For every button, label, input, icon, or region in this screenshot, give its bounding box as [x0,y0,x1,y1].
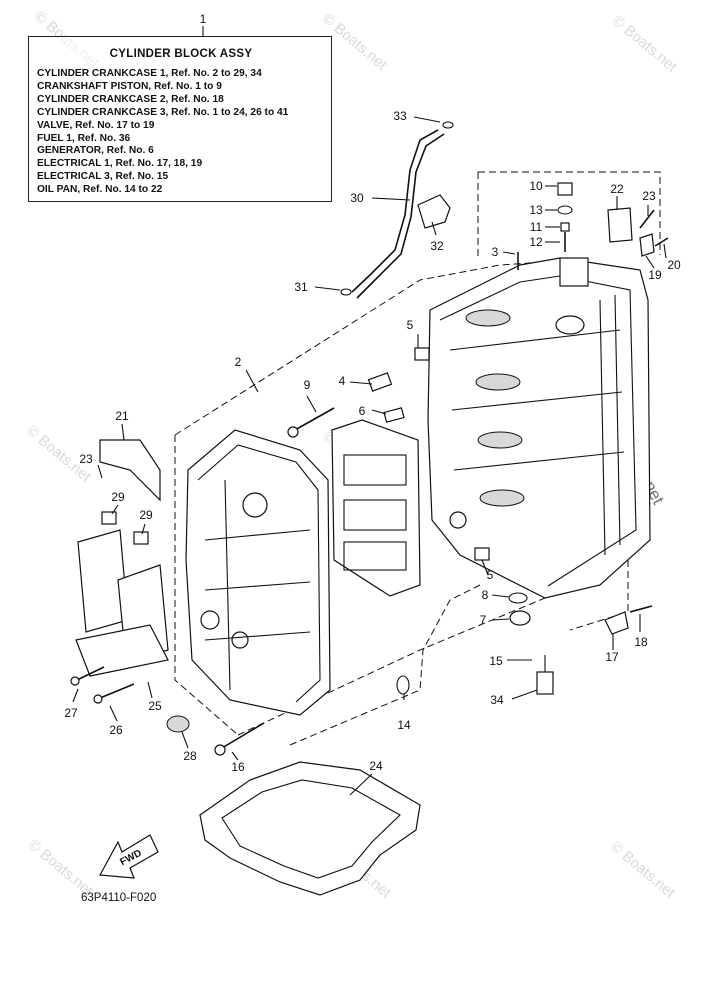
dashed-boundary [174,261,546,436]
dashed-boundary [289,649,424,746]
callout-3[interactable]: 3 [491,245,499,259]
cylinder-block [185,429,331,716]
callout-1: 1 [199,12,207,26]
callout-23[interactable]: 23 [642,189,656,203]
dashed-boundary [422,584,481,651]
bolt-part [76,666,105,681]
assembly-reference-line: CRANKSHAFT PISTON, Ref. No. 1 to 9 [37,80,222,92]
callout-8[interactable]: 8 [481,588,489,602]
plug-part [509,610,531,626]
callout-10[interactable]: 10 [529,179,543,193]
callout-15[interactable]: 15 [489,654,503,668]
callout-24[interactable]: 24 [369,759,383,773]
bolt-part [99,683,135,699]
sensor-part [536,671,554,695]
callout-29[interactable]: 29 [111,490,125,504]
grommet-part [166,715,190,733]
callout-33[interactable]: 33 [393,109,407,123]
dashed-boundary [569,560,629,631]
callout-11[interactable]: 11 [529,220,543,234]
bolt-part [654,237,669,247]
bolt-part [221,722,265,749]
assembly-reference-line: ELECTRICAL 3, Ref. No. 15 [37,171,169,183]
clip-part [417,194,451,229]
bolt-part [557,182,573,196]
fwd-arrow-icon [99,834,159,879]
callout-17[interactable]: 17 [605,650,619,664]
leader-lines [72,116,667,796]
intake-plate [331,419,421,597]
clip-part [639,233,655,257]
assembly-reference-line: CYLINDER CRANKCASE 1, Ref. No. 2 to 29, … [37,68,262,79]
o-ring-part [396,675,410,695]
assembly-reference-line: VALVE, Ref. No. 17 to 19 [37,119,155,131]
sleeve-part [414,347,430,361]
crankcase-block [427,257,651,599]
callout-31[interactable]: 31 [294,280,308,294]
callout-28[interactable]: 28 [183,749,197,763]
washer-part [557,205,573,215]
assembly-title: CYLINDER BLOCK ASSY [109,48,253,60]
assembly-reference-line: OIL PAN, Ref. No. 14 to 22 [37,184,163,196]
bolt-part [560,222,570,232]
hose-part [351,129,439,293]
callout-16[interactable]: 16 [231,760,245,774]
callout-6[interactable]: 6 [358,404,366,418]
dashed-boundary [478,171,661,255]
callout-19[interactable]: 19 [648,268,662,282]
callout-32[interactable]: 32 [430,239,444,253]
clip-part [604,611,629,635]
callout-5[interactable]: 5 [406,318,414,332]
callout-30[interactable]: 30 [350,191,364,205]
assembly-info-box: CYLINDER BLOCK ASSY CYLINDER CRANKCASE 1… [28,36,332,202]
assembly-reference-line: CYLINDER CRANKCASE 3, Ref. No. 1 to 24, … [37,106,289,118]
clamp-part [442,121,454,129]
callout-13[interactable]: 13 [529,203,543,217]
assembly-reference-line: FUEL 1, Ref. No. 36 [37,132,131,144]
callout-9[interactable]: 9 [303,378,311,392]
callout-29[interactable]: 29 [139,508,153,522]
ignition-coils [75,511,169,677]
callout-14[interactable]: 14 [397,718,411,732]
clamp-part [340,288,352,296]
bracket-part [99,439,161,502]
callout-4[interactable]: 4 [338,374,346,388]
callout-22[interactable]: 22 [610,182,624,196]
callout-20[interactable]: 20 [667,258,681,272]
callout-21[interactable]: 21 [115,409,129,423]
sleeve-part [367,372,393,392]
assembly-reference-line: ELECTRICAL 1, Ref. No. 17, 18, 19 [37,158,203,170]
callout-5[interactable]: 5 [486,568,494,582]
callout-34[interactable]: 34 [490,693,504,707]
callout-23[interactable]: 23 [79,452,93,466]
callout-27[interactable]: 27 [64,706,78,720]
diagram-code: 63P4110-F020 [81,892,157,904]
callout-2[interactable]: 2 [234,355,242,369]
callout-12[interactable]: 12 [529,235,543,249]
bracket-part [607,207,633,243]
callout-18[interactable]: 18 [634,635,648,649]
callout-25[interactable]: 25 [148,699,162,713]
sleeve-part [383,407,405,423]
dashed-boundary [174,435,239,736]
o-ring-part [508,592,528,604]
assembly-reference-list: CYLINDER CRANKCASE 1, Ref. No. 2 to 29, … [37,68,325,197]
assembly-reference-line: CYLINDER CRANKCASE 2, Ref. No. 18 [37,93,224,105]
bolt-part [294,407,335,431]
bolt-part [629,605,653,613]
callout-26[interactable]: 26 [109,723,123,737]
assembly-reference-line: GENERATOR, Ref. No. 6 [37,145,154,157]
sleeve-part [474,547,490,561]
callout-7[interactable]: 7 [479,613,487,627]
bolt-part [639,209,655,229]
